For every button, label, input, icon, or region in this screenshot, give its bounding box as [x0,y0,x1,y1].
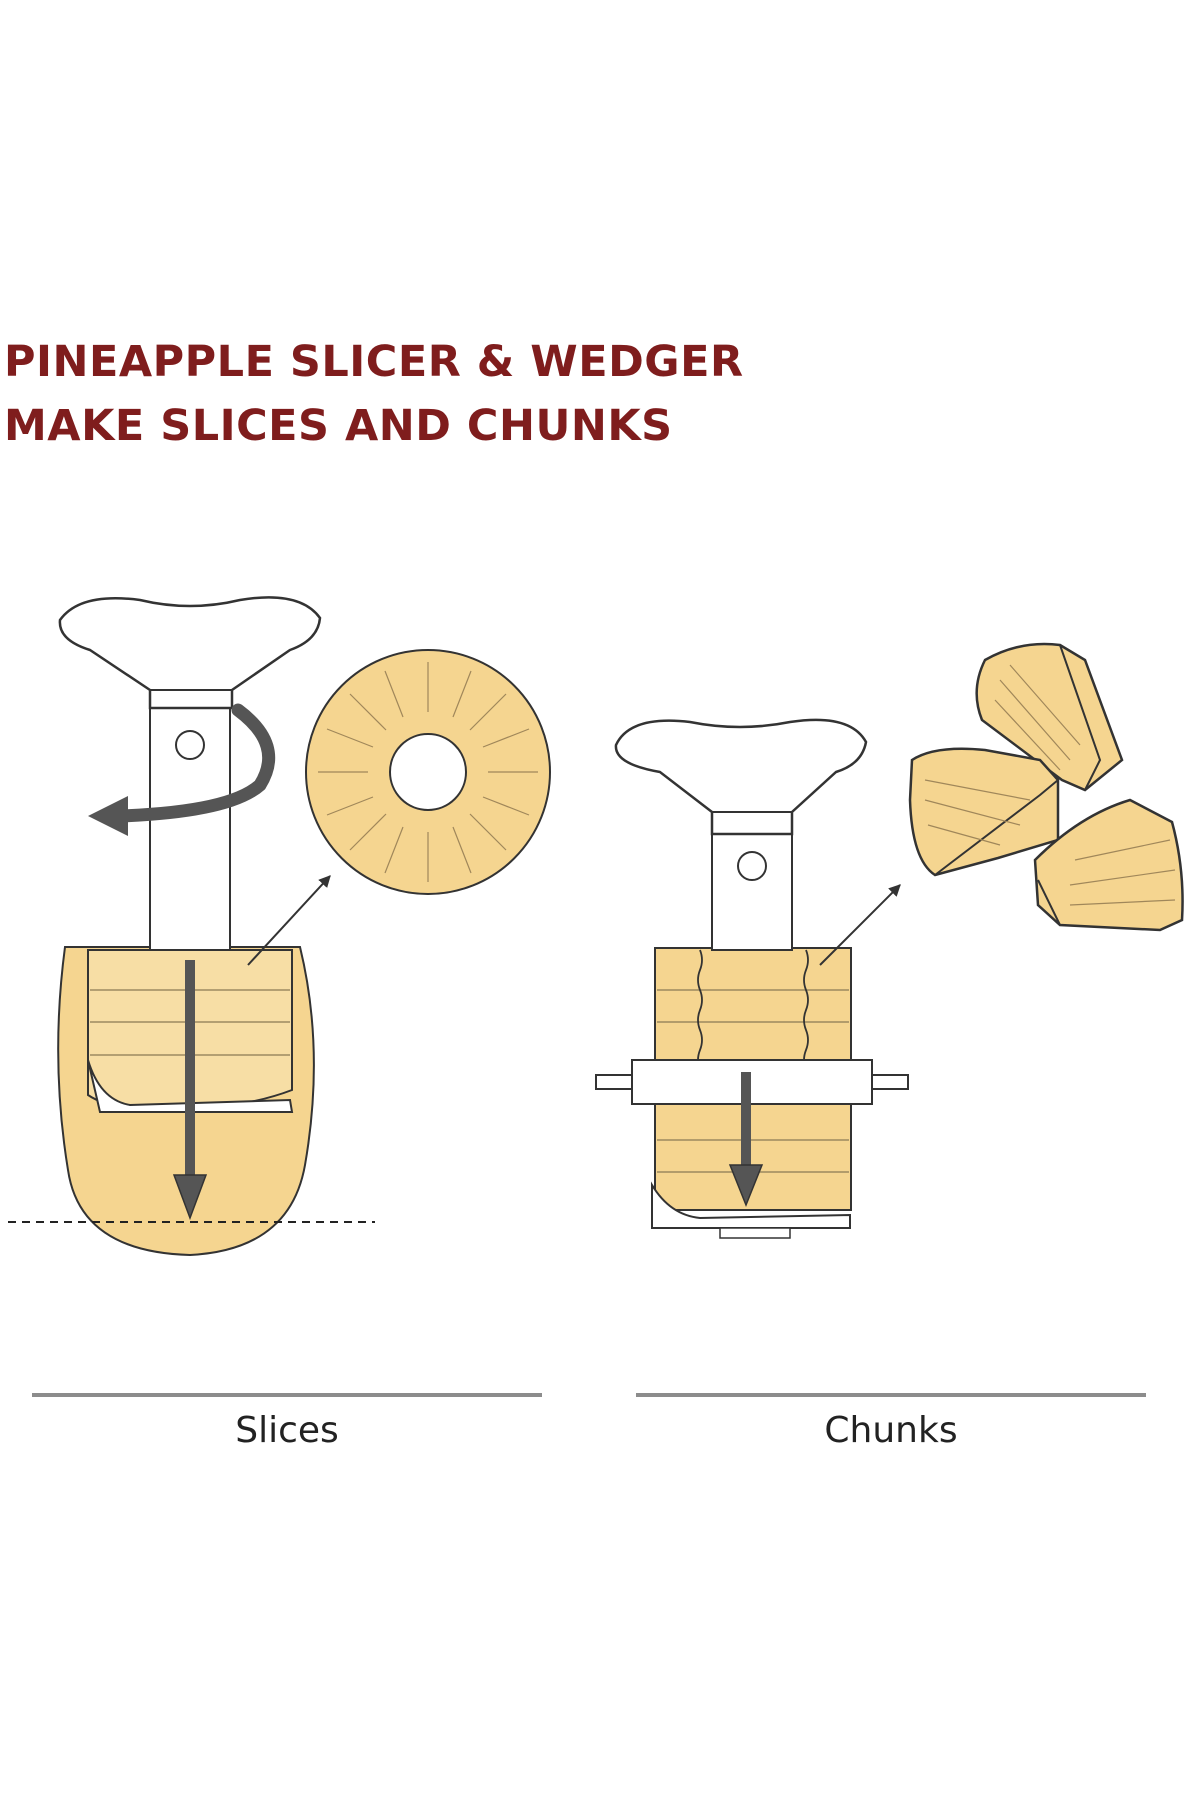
divider-chunks [636,1393,1146,1397]
t-handle-left [58,596,322,710]
divider-slices [32,1393,542,1397]
chunk-2 [908,747,1060,877]
rotate-arrow-icon [113,703,276,823]
title-line-1: PINEAPPLE SLICER & WEDGER [4,337,744,387]
slicer-tool-chunks [595,718,909,1239]
chunk-1 [975,642,1124,792]
caption-slices: Slices [235,1410,339,1451]
pineapple-chunks [908,642,1184,932]
tool-crossbar [631,1059,873,1105]
slicer-tool-slices [8,596,375,1257]
chunk-3 [1033,798,1184,932]
pineapple-ring-slice [305,649,551,895]
t-handle-right [614,718,868,836]
caption-chunks: Chunks [824,1410,958,1451]
title-line-2: MAKE SLICES AND CHUNKS [4,401,673,451]
diagram-title: PINEAPPLE SLICER & WEDGER MAKE SLICES AN… [4,330,744,458]
tool-shaft-right [711,829,793,951]
